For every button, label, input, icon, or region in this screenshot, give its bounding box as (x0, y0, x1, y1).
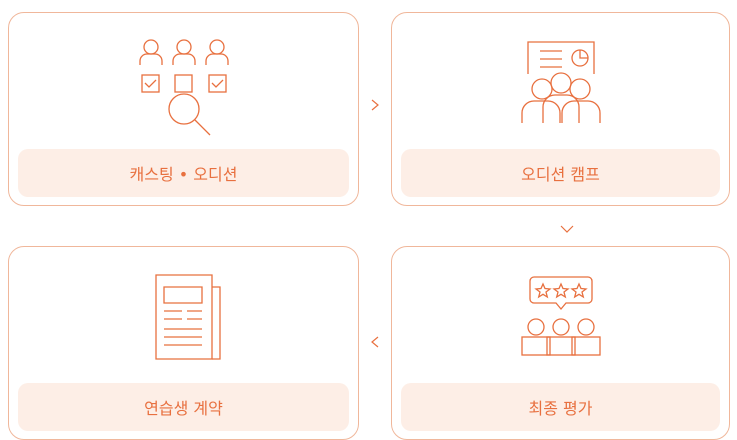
chevron-left-icon (368, 335, 382, 349)
audition-camp-icon (392, 41, 729, 131)
chevron-right-icon (368, 98, 382, 112)
trainee-contract-icon (9, 273, 358, 368)
step-label: 연습생 계약 (18, 383, 349, 431)
final-evaluation-icon (392, 275, 729, 365)
step-label: 캐스팅 • 오디션 (18, 149, 349, 197)
step-card-final-evaluation: 최종 평가 (391, 246, 730, 440)
step-label: 오디션 캠프 (401, 149, 720, 197)
casting-audition-icon (9, 39, 358, 149)
step-card-audition-camp: 오디션 캠프 (391, 12, 730, 206)
step-card-casting-audition: 캐스팅 • 오디션 (8, 12, 359, 206)
step-label: 최종 평가 (401, 383, 720, 431)
chevron-down-icon (560, 222, 574, 236)
step-card-trainee-contract: 연습생 계약 (8, 246, 359, 440)
